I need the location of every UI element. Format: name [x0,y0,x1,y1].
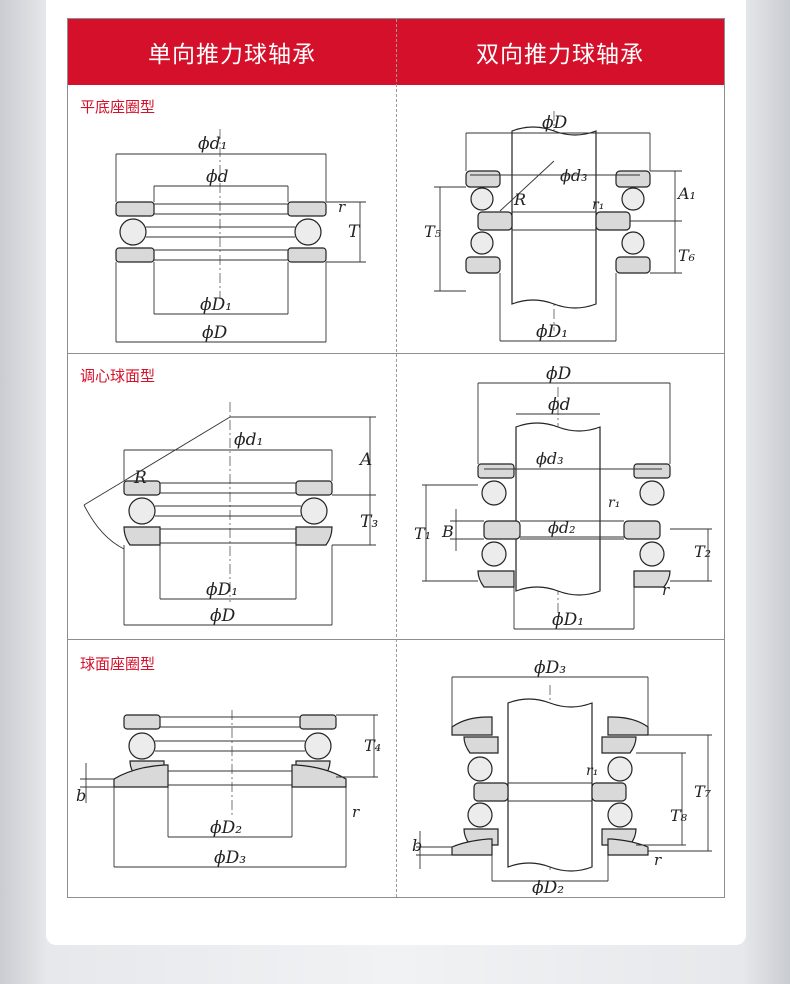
label-d1-aligning: ϕd₁ [234,430,263,450]
diagram-double-spherical: ϕD₃ r₁ T₇ T₈ b r ϕD₂ [412,658,712,895]
label-r-spherical: r [352,803,360,821]
label-r-double-spherical: r [654,851,662,869]
label-T3: T₃ [360,512,378,532]
diagram-double-aligning: ϕD ϕd ϕd₃ r₁ ϕd₂ T₁ B T₂ r ϕD₁ [414,364,712,630]
label-T7: T₇ [694,782,712,801]
label-D1-aligning: ϕD₁ [206,580,238,600]
label-T8: T₈ [670,806,688,825]
label-r-aligning: r [662,581,670,599]
diagram-single-spherical: T₄ b r ϕD₂ ϕD₃ [76,710,381,868]
label-T2: T₂ [694,542,711,561]
label-r1-aligning: r₁ [608,495,620,511]
row-divider-1 [68,353,724,354]
label-D2-double: ϕD₂ [532,878,564,895]
label-T5: T₅ [424,222,442,241]
label-D: ϕD [202,323,228,343]
label-b-double: b [412,836,422,855]
label-D-top: ϕD [542,113,568,133]
label-A: A [358,450,372,470]
header-single-direction: 单向推力球轴承 [148,42,316,68]
label-T: T [348,222,361,242]
label-b: b [76,786,86,805]
diagram-single-flat: ϕd₁ ϕd r T r ϕD₁ ϕD [115,129,366,343]
label-T6: T₆ [678,246,696,265]
label-r1: r₁ [592,197,604,213]
label-d3: ϕd₃ [560,166,588,185]
label-D1-double-aligning: ϕD₁ [552,610,584,630]
label-d: ϕd [206,167,229,187]
label-D3-double: ϕD₃ [534,658,566,678]
label-d1: ϕd₁ [198,134,227,154]
label-B: B [441,522,454,541]
header-double-direction: 双向推力球轴承 [476,42,644,68]
label-R-aligning: R [133,468,147,488]
label-R: R [513,190,526,209]
row-label-flat-seat: 平底座圈型 [80,98,156,116]
bearing-type-table: 单向推力球轴承 双向推力球轴承 平底座圈型 调心球面型 球面座圈型 ϕd₁ ϕd… [67,18,725,898]
label-r1-spherical: r₁ [586,763,598,779]
label-d-double-aligning: ϕd [548,395,571,415]
diagram-single-aligning: R ϕd₁ A T₃ ϕD₁ ϕD [83,402,378,626]
column-divider [396,19,397,897]
label-D-aligning: ϕD [210,606,236,626]
label-D3: ϕD₃ [214,848,246,868]
row-label-spherical-seat: 球面座圈型 [80,655,156,673]
label-D1-double: ϕD₁ [536,322,568,342]
label-D-double-aligning: ϕD [546,364,572,384]
label-A1: A₁ [676,184,696,203]
label-D1: ϕD₁ [200,295,232,315]
label-r-top: r [338,198,346,216]
row-label-aligning: 调心球面型 [80,367,156,385]
label-D2: ϕD₂ [210,818,242,838]
diagram-double-flat: ϕD ϕd₃ R r₁ A₁ T₆ T₅ ϕD₁ [424,111,696,342]
row-divider-2 [68,639,724,640]
label-T4: T₄ [364,736,381,755]
label-T1: T₁ [414,524,431,543]
label-d2: ϕd₂ [548,518,576,537]
label-d3-aligning: ϕd₃ [536,449,564,468]
